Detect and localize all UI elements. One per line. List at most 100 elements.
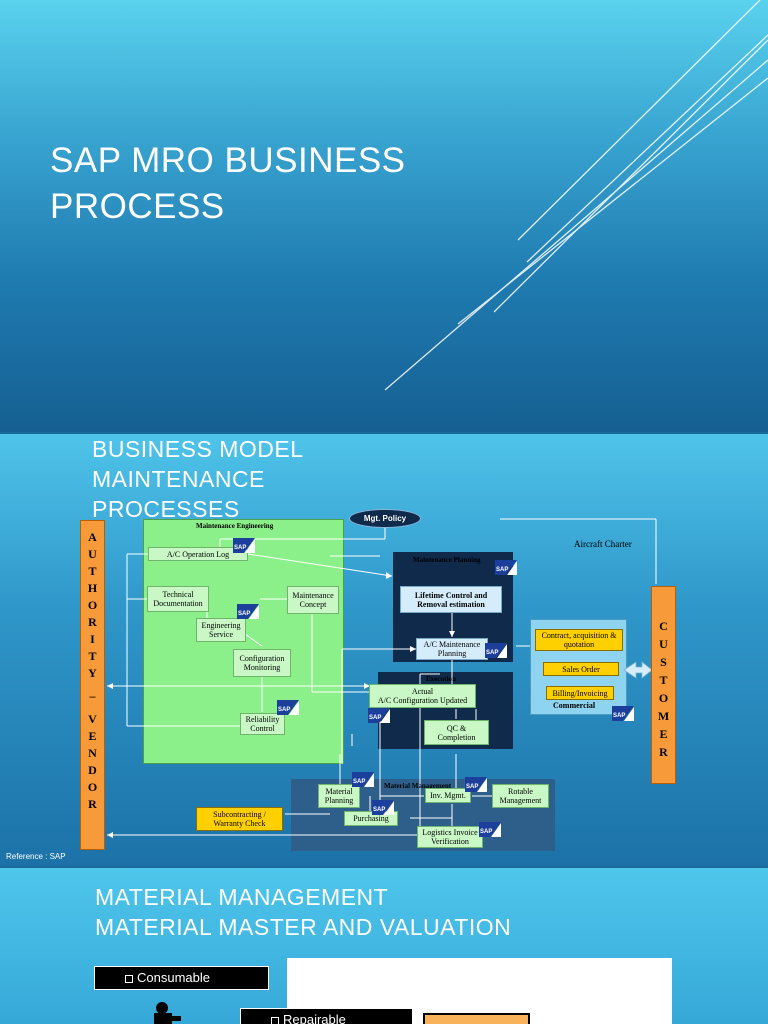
letter: R (88, 797, 97, 811)
letter: S (660, 655, 667, 669)
letter: E (659, 727, 668, 741)
box-text: Configuration (239, 654, 285, 663)
business-model-slide: BUSINESS MODEL MAINTENANCE PROCESSES (0, 434, 768, 866)
sap-text: SAP (613, 713, 625, 719)
item-label: Consumable (137, 970, 210, 985)
sap-logo-icon: SAP (233, 538, 255, 553)
sap-logo-icon: SAP (495, 560, 517, 575)
billing-invoicing-box: Billing/Invoicing (546, 686, 614, 700)
sap-logo-icon: SAP (368, 708, 390, 723)
title-line-2: MAINTENANCE (92, 466, 265, 492)
box-text: A/C Configuration Updated (377, 696, 468, 705)
customer-bar: C U S T O M E R (651, 586, 676, 784)
figure-icon (154, 1002, 181, 1024)
box-text: Reliability (245, 715, 280, 724)
box-text: Warranty Check (213, 819, 266, 828)
double-arrow (623, 661, 653, 679)
sap-text: SAP (466, 784, 478, 790)
box-text: Purchasing (353, 814, 389, 823)
letter: V (88, 712, 97, 726)
sap-logo-icon: SAP (372, 800, 394, 815)
title-line-2: PROCESS (50, 187, 225, 226)
box-text: Service (209, 630, 233, 639)
consumable-item: Consumable (94, 966, 269, 990)
box-text: Sales Order (562, 664, 600, 674)
title-slide: SAP MRO BUSINESS PROCESS (0, 0, 768, 432)
box-text: Completion (437, 732, 476, 742)
letter: N (88, 746, 97, 760)
title-line-1: SAP MRO BUSINESS (50, 141, 406, 180)
box-text: Documentation (153, 599, 203, 608)
box-text: Lifetime Control and (414, 590, 488, 600)
box-text: Concept (299, 600, 327, 609)
box-text: Maintenance (292, 591, 334, 600)
box-text: Subcontracting / (213, 810, 266, 819)
mgt-policy-label: Mgt. Policy (363, 514, 407, 523)
material-management-header: Material Management (384, 782, 452, 790)
slide-title: BUSINESS MODEL MAINTENANCE PROCESSES (92, 434, 304, 524)
sap-text: SAP (238, 611, 250, 617)
subcontracting-box: Subcontracting /Warranty Check (196, 807, 283, 831)
checkbox-icon (125, 975, 133, 983)
item-label: Repairable (283, 1012, 346, 1024)
sap-text: SAP (278, 707, 290, 713)
letter: R (659, 745, 668, 759)
box-text: QC & (446, 723, 467, 733)
authority-vendor-bar: A U T H O R I T Y – V E N D O R (80, 520, 105, 850)
box-text: Monitoring (243, 663, 281, 672)
sap-logo-icon: SAP (277, 700, 299, 715)
letter: I (90, 632, 95, 646)
sap-text: SAP (373, 807, 385, 813)
sales-order-box: Sales Order (543, 662, 619, 676)
box-text: Contract, acquisition & (541, 631, 617, 640)
letter: C (659, 619, 668, 633)
title-line-1: MATERIAL MANAGEMENT (95, 884, 389, 910)
letter: O (658, 691, 669, 705)
title-line-1: BUSINESS MODEL (92, 436, 304, 462)
slide-title: MATERIAL MANAGEMENT MATERIAL MASTER AND … (95, 882, 511, 942)
material-management-slide: MATERIAL MANAGEMENT MATERIAL MASTER AND … (0, 868, 768, 1024)
box-text: Management (499, 796, 542, 805)
letter: T (659, 673, 668, 687)
title-line-3: PROCESSES (92, 496, 240, 522)
ac-operation-log-box: A/C Operation Log (148, 547, 248, 561)
sap-logo-icon: SAP (237, 604, 259, 619)
maintenance-engineering-header: Maintenance Engineering (196, 522, 274, 530)
letter: M (657, 709, 670, 723)
box-text: Verification (431, 837, 469, 846)
mgt-policy-ellipse: Mgt. Policy (349, 509, 421, 528)
box-text: quotation (563, 640, 595, 649)
box-text: Planning (324, 796, 354, 805)
letter: T (88, 564, 97, 578)
letter: Y (88, 666, 97, 680)
sap-text: SAP (496, 567, 508, 573)
aircraft-charter-label: Aircraft Charter (574, 539, 632, 549)
letter: R (88, 615, 97, 629)
box-text: A/C Maintenance (423, 640, 481, 649)
box-text: Logistics Invoice (422, 828, 478, 837)
letter: D (88, 763, 97, 777)
box-text: Rotable (508, 787, 533, 796)
letter: O (87, 598, 98, 612)
letter: T (88, 649, 97, 663)
sap-logo-icon: SAP (352, 772, 374, 787)
execution-header: Execution (426, 675, 456, 683)
letter: U (88, 547, 97, 561)
sap-logo-icon: SAP (485, 643, 507, 658)
letter: U (659, 637, 668, 651)
letter: H (87, 581, 98, 595)
sap-logo-icon: SAP (479, 822, 501, 837)
title-line-2: MATERIAL MASTER AND VALUATION (95, 914, 512, 940)
letter: O (87, 780, 98, 794)
box-text: Engineering (201, 621, 241, 630)
commercial-label: Commercial (553, 701, 596, 710)
decorative-lines (384, 0, 768, 391)
box-text: Planning (437, 649, 467, 658)
